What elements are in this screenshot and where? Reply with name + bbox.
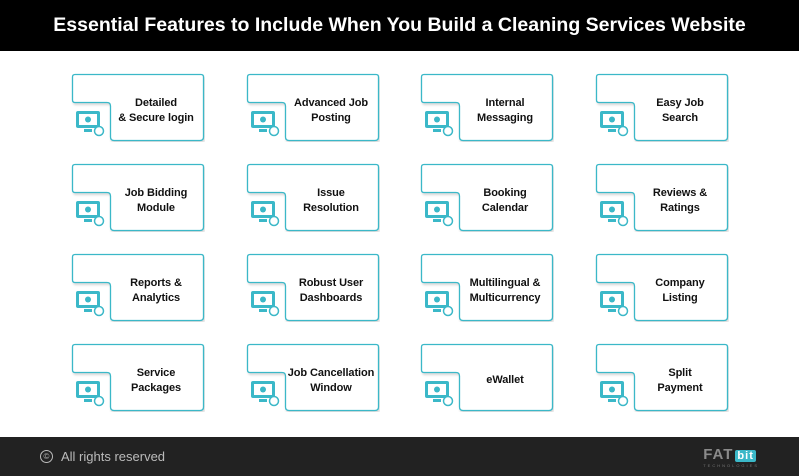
card-frame <box>595 253 729 322</box>
feature-card: Job Cancellation Window <box>246 343 380 412</box>
copyright: © All rights reserved <box>40 449 165 464</box>
bid-icon <box>76 201 105 227</box>
page-title-text: Essential Features to Include When You B… <box>53 14 746 36</box>
feature-label: Reviews & Ratings <box>652 186 708 214</box>
card-frame <box>420 343 554 412</box>
feature-label: Multilingual & Multicurrency <box>469 276 541 304</box>
features-grid: Detailed & Secure login Advanced Job Pos… <box>71 73 729 412</box>
feature-label: Split Payment <box>657 366 703 394</box>
card-frame <box>595 343 729 412</box>
feature-label: Job Bidding Module <box>124 186 188 214</box>
card-frame <box>71 343 205 412</box>
card-frame <box>595 73 729 142</box>
calendar-icon <box>425 201 454 227</box>
feature-card: Company Listing <box>595 253 729 322</box>
card-frame <box>420 73 554 142</box>
issue-resolution-icon <box>251 201 280 227</box>
secure-login-icon <box>76 111 105 137</box>
feature-label: Robust User Dashboards <box>298 276 364 304</box>
feature-card: Multilingual & Multicurrency <box>420 253 554 322</box>
logo-accent: bit <box>735 450 756 462</box>
job-search-icon <box>600 111 629 137</box>
feature-label: Reports & Analytics <box>130 276 182 304</box>
currency-icon <box>425 291 454 317</box>
card-frame <box>420 163 554 232</box>
analytics-icon <box>76 291 105 317</box>
package-icon <box>76 381 105 407</box>
feature-label: Service Packages <box>131 366 181 394</box>
rating-icon <box>600 201 629 227</box>
card-frame <box>246 343 380 412</box>
feature-card: eWallet <box>420 343 554 412</box>
feature-card: Split Payment <box>595 343 729 412</box>
card-frame <box>246 73 380 142</box>
messaging-icon <box>425 111 454 137</box>
feature-card: Booking Calendar <box>420 163 554 232</box>
company-listing-icon <box>600 291 629 317</box>
feature-card: Service Packages <box>71 343 205 412</box>
feature-card: Robust User Dashboards <box>246 253 380 322</box>
job-posting-icon <box>251 111 280 137</box>
feature-label: Job Cancellation Window <box>287 366 375 394</box>
copyright-text: All rights reserved <box>61 449 166 464</box>
card-frame <box>246 253 380 322</box>
card-frame <box>246 163 380 232</box>
feature-label: Booking Calendar <box>481 186 529 214</box>
card-frame <box>71 253 205 322</box>
card-frame <box>71 163 205 232</box>
logo-main: FAT <box>703 446 734 463</box>
feature-card: Internal Messaging <box>420 73 554 142</box>
feature-label: Issue Resolution <box>303 186 359 214</box>
feature-card: Issue Resolution <box>246 163 380 232</box>
dashboard-icon <box>251 291 280 317</box>
feature-card: Advanced Job Posting <box>246 73 380 142</box>
page-title: Essential Features to Include When You B… <box>0 0 799 51</box>
logo-sub: TECHNOLOGIES <box>703 463 759 468</box>
feature-label: Advanced Job Posting <box>294 96 368 124</box>
feature-label: eWallet <box>486 374 524 386</box>
feature-label: Company Listing <box>655 276 705 304</box>
card-frame <box>420 253 554 322</box>
feature-card: Easy Job Search <box>595 73 729 142</box>
split-payment-icon <box>600 381 629 407</box>
feature-card: Job Bidding Module <box>71 163 205 232</box>
feature-label: Easy Job Search <box>656 96 704 124</box>
wallet-icon <box>425 381 454 407</box>
feature-label: Detailed & Secure login <box>118 96 194 124</box>
cancel-window-icon <box>251 381 280 407</box>
feature-card: Detailed & Secure login <box>71 73 205 142</box>
feature-label: Internal Messaging <box>477 96 533 124</box>
card-frame <box>595 163 729 232</box>
copyright-icon: © <box>40 450 53 463</box>
feature-card: Reports & Analytics <box>71 253 205 322</box>
feature-card: Reviews & Ratings <box>595 163 729 232</box>
card-frame <box>71 73 205 142</box>
